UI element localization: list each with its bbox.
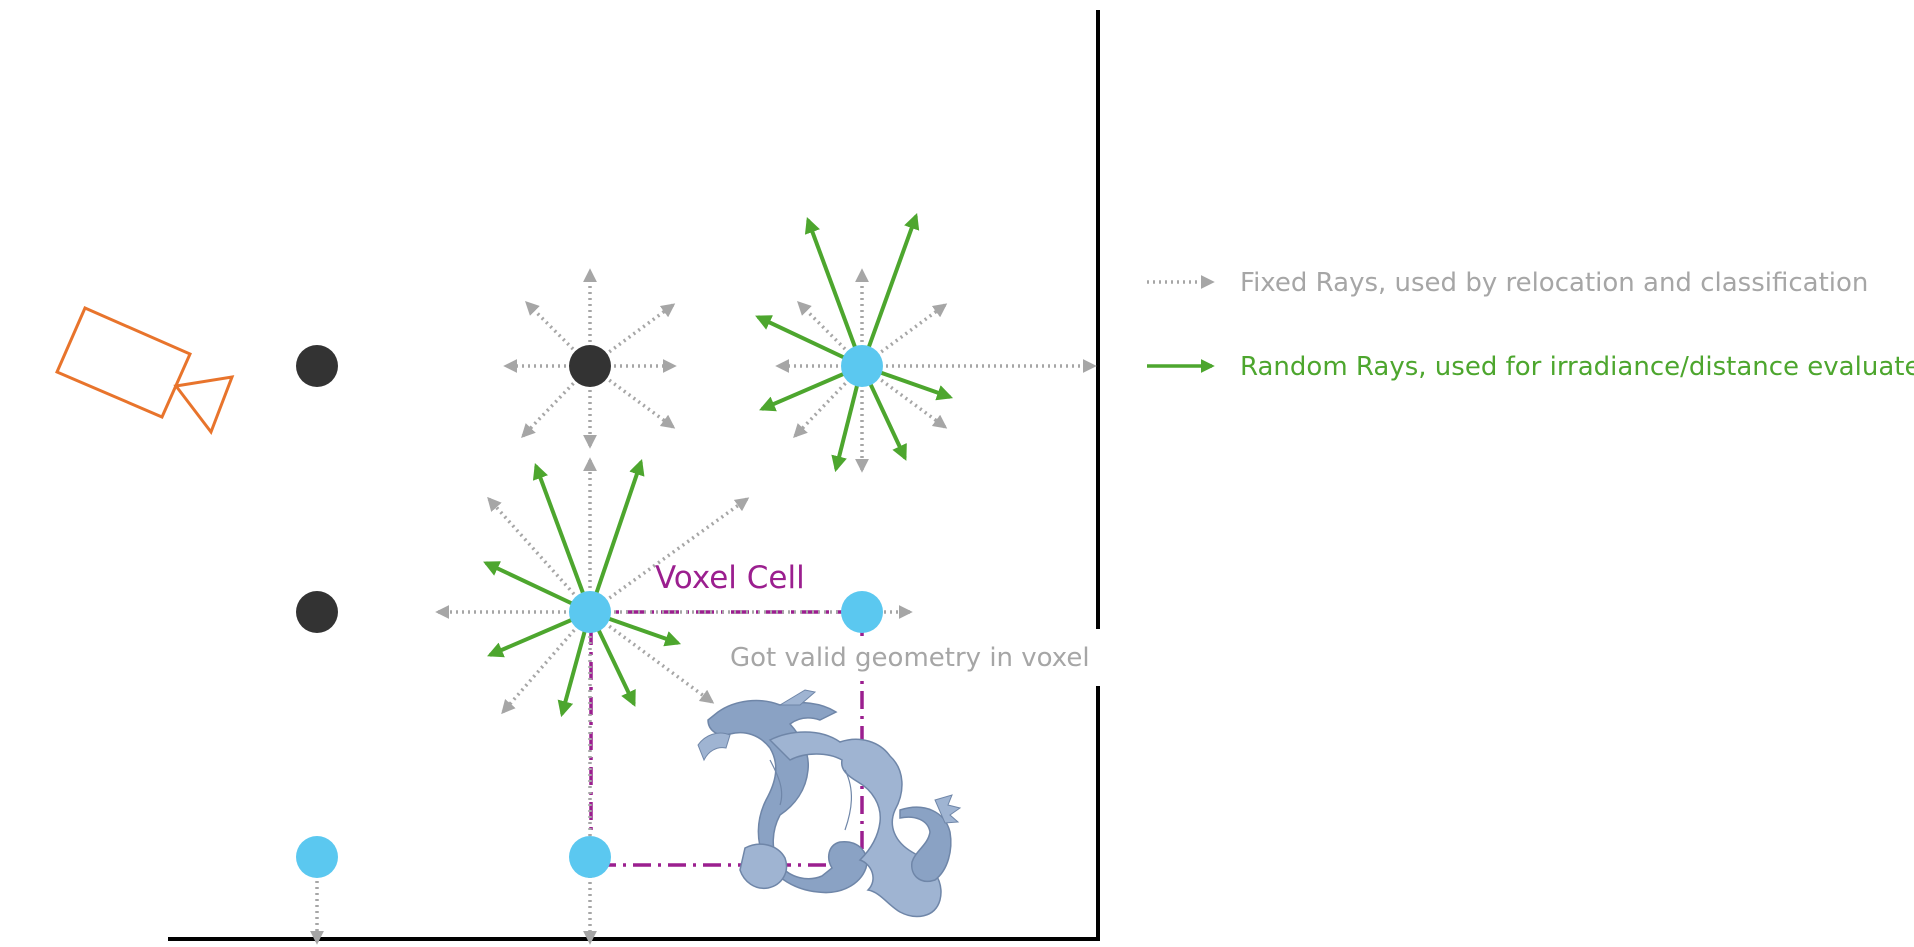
valid-geometry-label-bg: [724, 636, 1088, 676]
inactive-probe: [296, 345, 338, 387]
fixed-ray: [521, 364, 592, 439]
active-probe: [296, 836, 338, 878]
random-ray: [804, 216, 864, 367]
fixed-ray: [487, 496, 592, 614]
fixed-ray: [501, 610, 592, 715]
legend-fixed-ray-label: Fixed Rays, used by relocation and class…: [1240, 268, 1868, 298]
active-probe: [841, 345, 883, 387]
inactive-probe: [569, 345, 611, 387]
valid-geometry-label: Got valid geometry in voxel: [730, 643, 1090, 673]
random-ray: [532, 462, 592, 613]
fixed-ray: [860, 364, 948, 429]
fixed-ray: [588, 303, 676, 368]
camera-icon: [55, 306, 235, 436]
dragon-model-icon: [697, 689, 962, 918]
random-ray: [588, 458, 645, 613]
scene-boundary: [168, 10, 1100, 941]
active-probe: [841, 591, 883, 633]
active-probe: [569, 836, 611, 878]
active-probe: [569, 591, 611, 633]
fixed-ray: [860, 303, 948, 368]
probe-layer: [296, 345, 883, 878]
inactive-probe: [296, 591, 338, 633]
voxel-cell-label: Voxel Cell: [655, 560, 805, 596]
fixed-ray: [588, 364, 676, 429]
legend: Fixed Rays, used by relocation and class…: [1147, 268, 1914, 382]
fixed-ray: [793, 364, 864, 439]
fixed-ray: [588, 610, 715, 704]
fixed-ray: [588, 497, 750, 614]
legend-random-ray-label: Random Rays, used for irradiance/distanc…: [1240, 352, 1914, 382]
random-ray: [860, 212, 920, 367]
